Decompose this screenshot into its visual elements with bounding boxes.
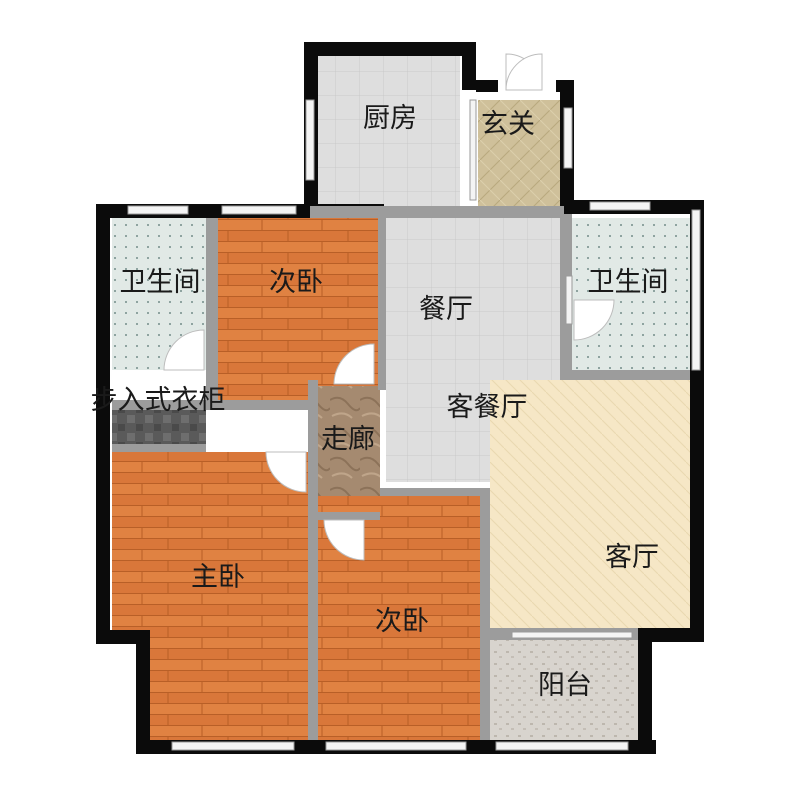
corridor-floor (318, 386, 380, 512)
living-floor (490, 380, 690, 628)
balcony-label: 阳台 (538, 670, 592, 701)
bath-left-label: 卫生间 (120, 267, 201, 298)
bath-right-label: 卫生间 (588, 267, 669, 298)
living-dining-label: 客餐厅 (447, 392, 528, 423)
master-label: 主卧 (191, 562, 245, 593)
balcony-floor (490, 640, 638, 740)
kitchen-floor (318, 56, 460, 206)
closet-floor (112, 410, 206, 444)
bedroom-top-label: 次卧 (269, 267, 323, 298)
windows (127, 99, 701, 751)
corridor-label: 走廊 (321, 424, 375, 455)
bedroom-bottom-label: 次卧 (375, 606, 429, 637)
master-floor (112, 452, 308, 634)
living-label: 客厅 (605, 542, 659, 573)
entry-floor (478, 100, 560, 208)
closet-label: 步入式衣柜 (91, 385, 226, 416)
dining-label: 餐厅 (419, 294, 473, 325)
door-swings (163, 53, 615, 561)
kitchen-label: 厨房 (363, 103, 417, 134)
master-lower-floor (150, 634, 308, 740)
bath-right-floor (572, 218, 690, 370)
entry-label: 玄关 (481, 109, 535, 140)
